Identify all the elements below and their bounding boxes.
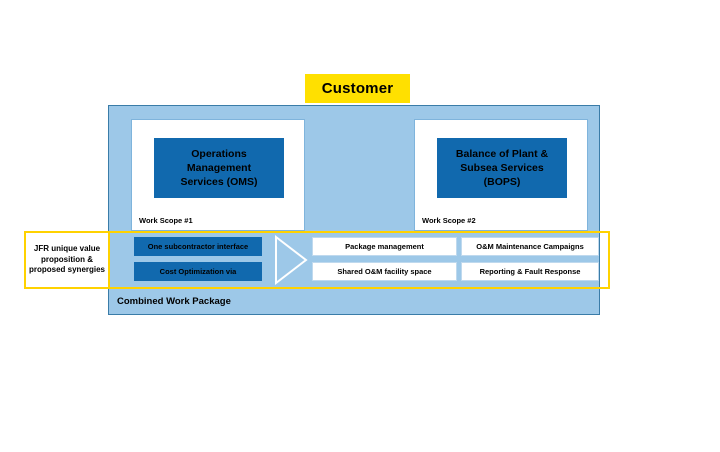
chip-om-maintenance-campaigns: O&M Maintenance Campaigns (461, 237, 599, 256)
work-scope-panel-1: Operations Management Services (OMS) Wor… (131, 119, 305, 231)
work-scope-1-caption: Work Scope #1 (139, 216, 193, 225)
balance-of-plant-subsea-services-label: Balance of Plant & Subsea Services (BOPS… (455, 147, 549, 189)
balance-of-plant-subsea-services-box: Balance of Plant & Subsea Services (BOPS… (437, 138, 567, 198)
operations-management-services-label: Operations Management Services (OMS) (180, 147, 258, 189)
chip-shared-om-facility-space-label: Shared O&M facility space (337, 267, 432, 276)
work-scope-2-caption: Work Scope #2 (422, 216, 476, 225)
synergy-band: One subcontractor interface Cost Optimiz… (109, 233, 599, 287)
work-scope-panel-2: Balance of Plant & Subsea Services (BOPS… (414, 119, 588, 231)
combined-work-package-caption: Combined Work Package (117, 296, 231, 307)
chip-cost-optimization: Cost Optimization via (134, 262, 262, 281)
chip-shared-om-facility-space: Shared O&M facility space (312, 262, 457, 281)
operations-management-services-box: Operations Management Services (OMS) (154, 138, 284, 198)
chip-one-subcontractor-interface: One subcontractor interface (134, 237, 262, 256)
chip-package-management-label: Package management (345, 242, 424, 251)
right-arrow-icon (274, 234, 308, 286)
chip-one-subcontractor-interface-label: One subcontractor interface (147, 242, 249, 251)
chip-reporting-fault-response-label: Reporting & Fault Response (479, 267, 581, 276)
chip-package-management: Package management (312, 237, 457, 256)
chip-cost-optimization-label: Cost Optimization via (159, 267, 237, 276)
customer-banner: Customer (305, 74, 410, 103)
jfr-value-proposition-label: JFR unique value proposition & proposed … (28, 243, 106, 275)
chip-reporting-fault-response: Reporting & Fault Response (461, 262, 599, 281)
jfr-value-proposition-callout: JFR unique value proposition & proposed … (24, 231, 110, 289)
chip-om-maintenance-campaigns-label: O&M Maintenance Campaigns (476, 242, 584, 251)
customer-label: Customer (321, 80, 394, 97)
combined-work-package-container: Operations Management Services (OMS) Wor… (108, 105, 600, 315)
